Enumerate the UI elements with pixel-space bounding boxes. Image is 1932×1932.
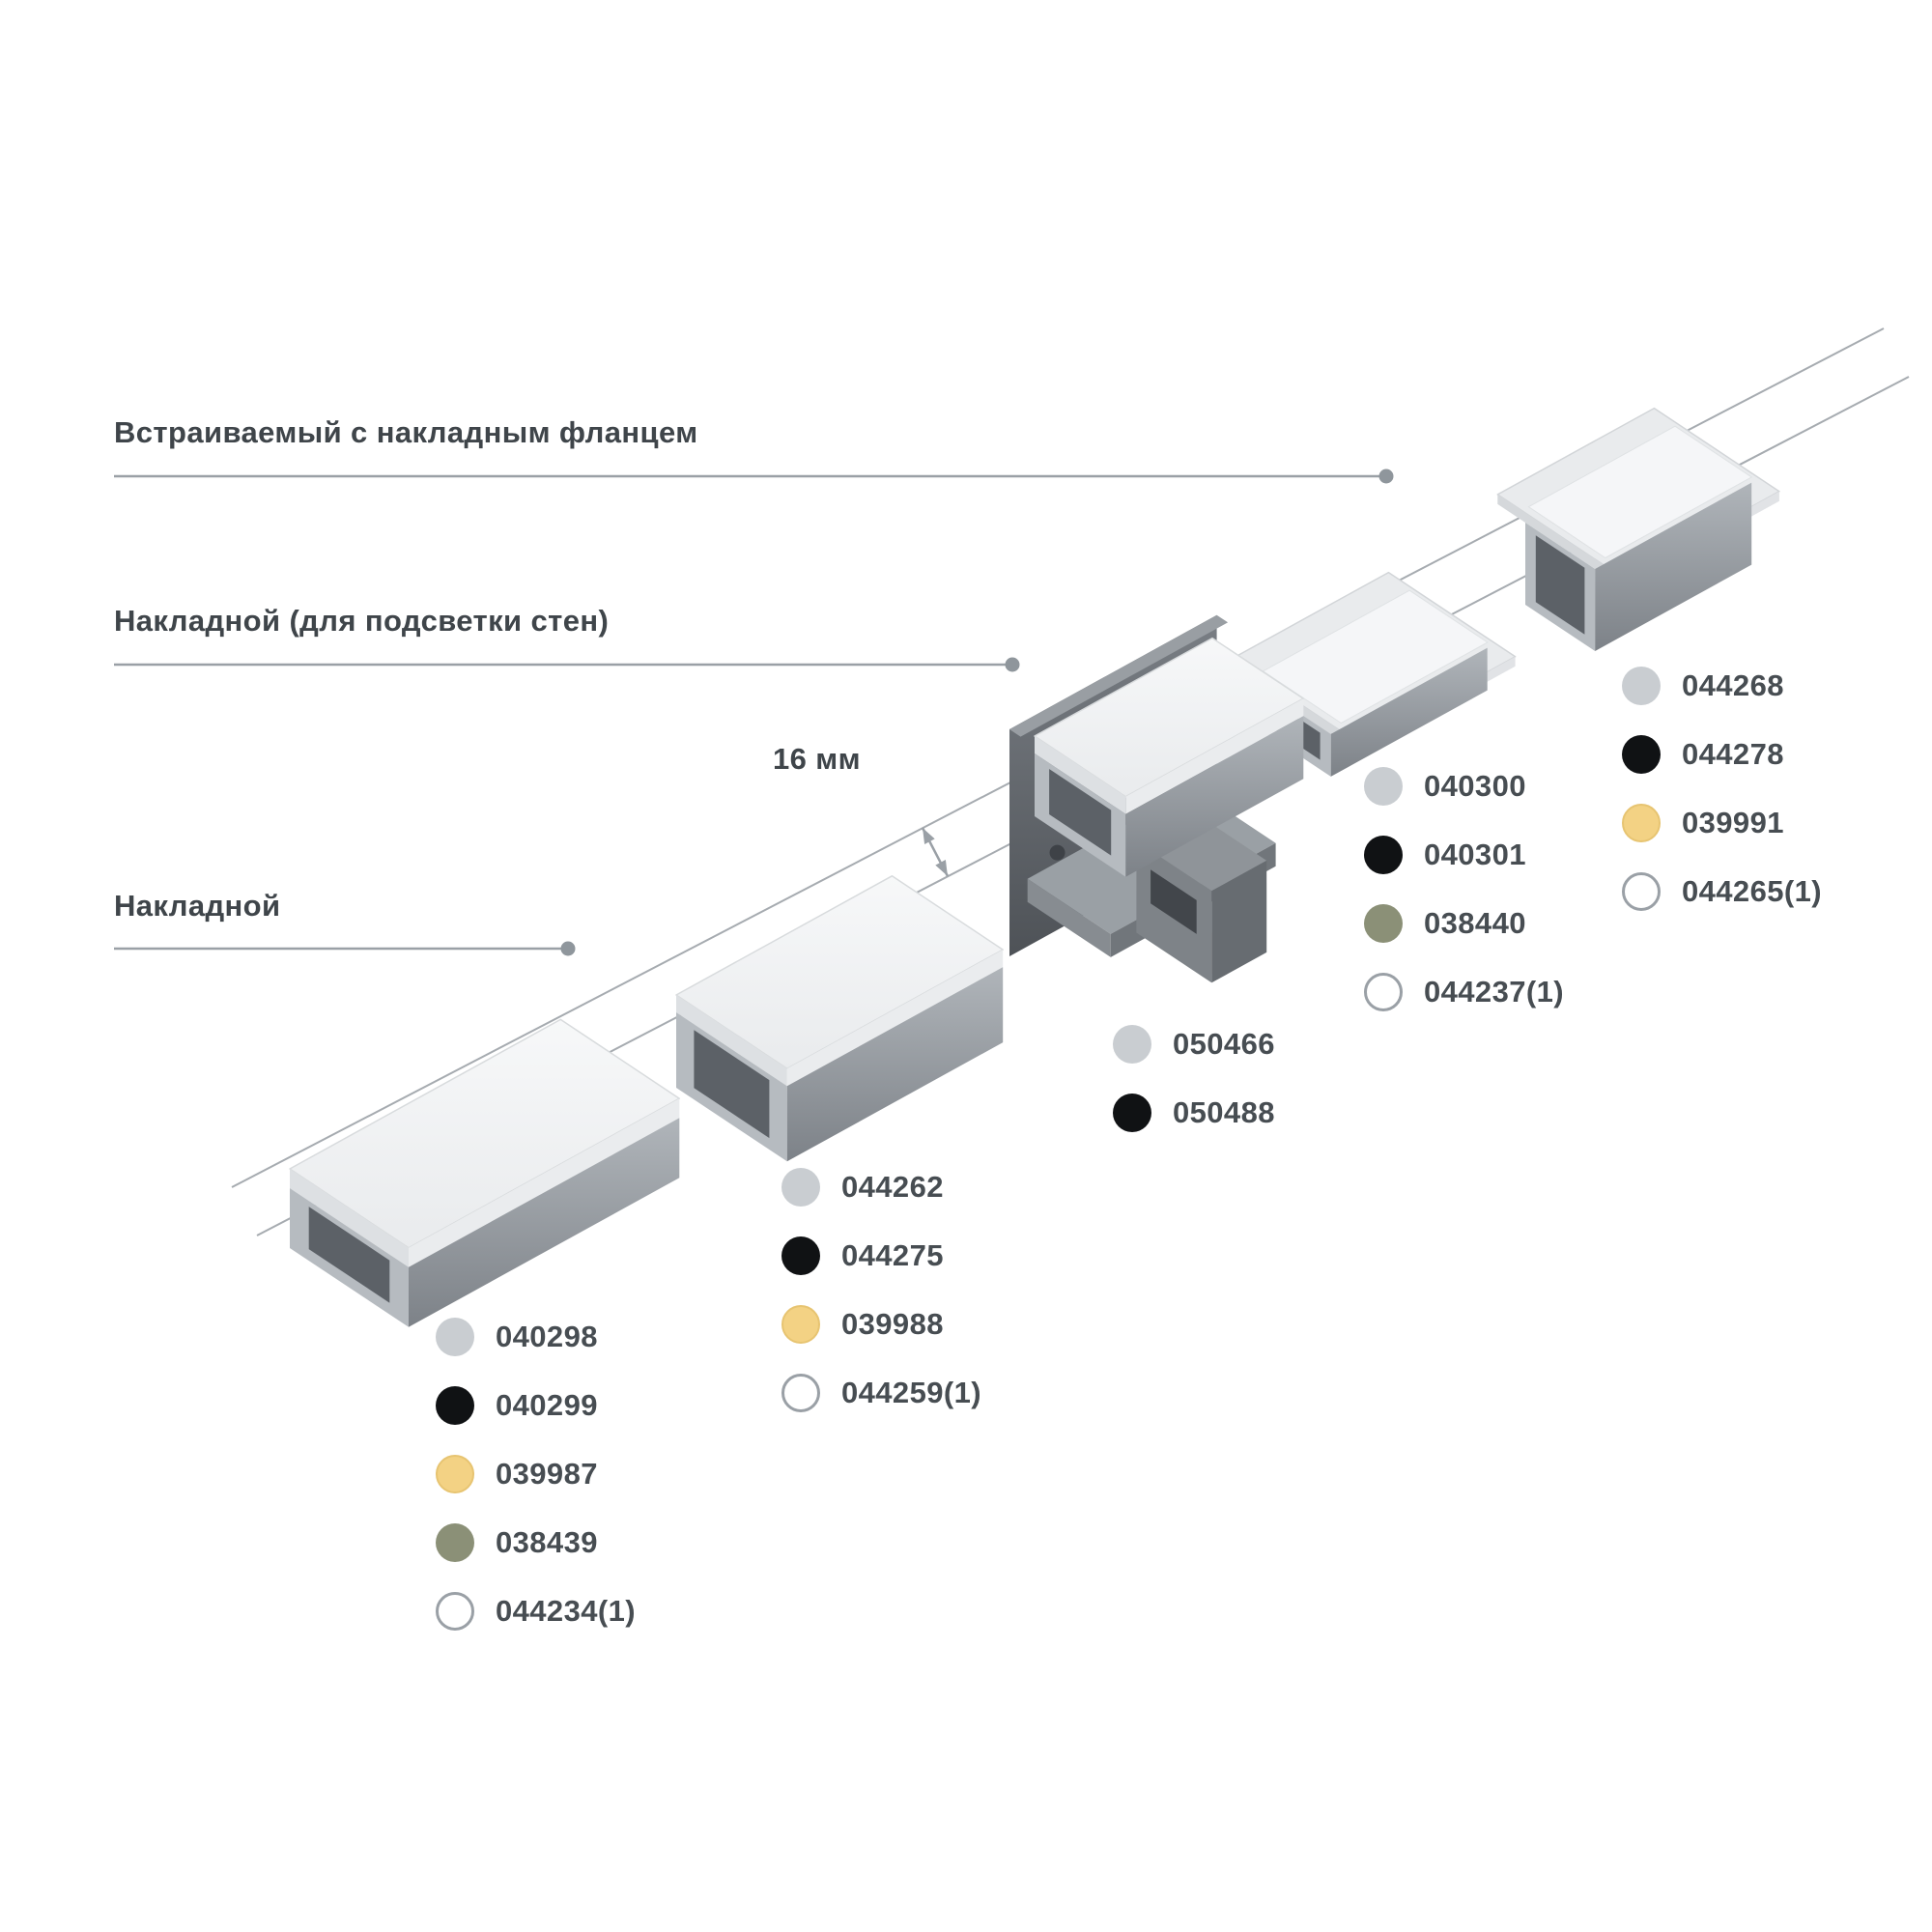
white-color-dot xyxy=(1364,973,1403,1011)
white-color-dot xyxy=(1622,872,1661,911)
white-color-dot xyxy=(436,1592,474,1631)
article-code: 039988 xyxy=(841,1307,944,1341)
article-row: 039991 xyxy=(1622,804,1822,842)
article-code: 044262 xyxy=(841,1170,944,1204)
label-surface-wall: Накладной (для подсветки стен) xyxy=(114,604,610,638)
gray-color-dot xyxy=(436,1318,474,1356)
article-code: 038439 xyxy=(496,1525,598,1559)
article-group-recessed-tall: 044268 044278 039991 044265(1) xyxy=(1622,667,1822,911)
profile-wall-washer-illustration xyxy=(1009,614,1305,983)
yellow-color-dot xyxy=(436,1455,474,1493)
article-row: 044237(1) xyxy=(1364,973,1564,1011)
article-row: 050466 xyxy=(1113,1025,1275,1064)
article-row: 040300 xyxy=(1364,767,1564,806)
article-row: 039988 xyxy=(781,1305,981,1344)
article-row: 040301 xyxy=(1364,836,1564,874)
article-row: 044234(1) xyxy=(436,1592,636,1631)
article-row: 040298 xyxy=(436,1318,636,1356)
article-row: 050488 xyxy=(1113,1094,1275,1132)
label-leader-lines xyxy=(114,469,1394,956)
black-color-dot xyxy=(436,1386,474,1425)
article-row: 044262 xyxy=(781,1168,981,1207)
article-code: 050466 xyxy=(1173,1027,1275,1061)
olive-color-dot xyxy=(436,1523,474,1562)
profile-surface-tall-illustration xyxy=(675,875,1004,1162)
article-code: 044265(1) xyxy=(1682,874,1822,908)
black-color-dot xyxy=(781,1236,820,1275)
black-color-dot xyxy=(1113,1094,1151,1132)
article-code: 040299 xyxy=(496,1388,598,1422)
article-row: 044275 xyxy=(781,1236,981,1275)
dimension-label: 16 мм xyxy=(773,742,861,776)
article-group-surface-tall: 044262 044275 039988 044259(1) xyxy=(781,1168,981,1412)
label-recessed-flange: Встраиваемый с накладным фланцем xyxy=(114,415,698,449)
article-code: 044268 xyxy=(1682,668,1784,702)
gray-color-dot xyxy=(781,1168,820,1207)
article-group-recessed-low: 040300 040301 038440 044237(1) xyxy=(1364,767,1564,1011)
article-row: 044268 xyxy=(1622,667,1822,705)
gray-color-dot xyxy=(1622,667,1661,705)
article-code: 040298 xyxy=(496,1320,598,1353)
olive-color-dot xyxy=(1364,904,1403,943)
article-code: 044259(1) xyxy=(841,1376,981,1409)
article-row: 038440 xyxy=(1364,904,1564,943)
article-row: 044265(1) xyxy=(1622,872,1822,911)
gray-color-dot xyxy=(1364,767,1403,806)
article-code: 039991 xyxy=(1682,806,1784,839)
article-code: 040300 xyxy=(1424,769,1526,803)
profile-illustrations xyxy=(289,407,1780,1327)
article-row: 044278 xyxy=(1622,735,1822,774)
article-code: 039987 xyxy=(496,1457,598,1491)
article-row: 040299 xyxy=(436,1386,636,1425)
article-row: 038439 xyxy=(436,1523,636,1562)
profile-recessed-tall-illustration xyxy=(1496,407,1780,651)
article-code: 044237(1) xyxy=(1424,975,1564,1009)
article-code: 038440 xyxy=(1424,906,1526,940)
article-group-surface-low: 040298 040299 039987 038439 044234(1) xyxy=(436,1318,636,1631)
article-row: 044259(1) xyxy=(781,1374,981,1412)
dimension-arrow xyxy=(921,827,950,877)
article-code: 044234(1) xyxy=(496,1594,636,1628)
article-code: 044275 xyxy=(841,1238,944,1272)
label-surface: Накладной xyxy=(114,889,281,923)
article-row: 039987 xyxy=(436,1455,636,1493)
article-code: 050488 xyxy=(1173,1095,1275,1129)
gray-color-dot xyxy=(1113,1025,1151,1064)
article-group-wall-washer: 050466 050488 xyxy=(1113,1025,1275,1132)
article-code: 040301 xyxy=(1424,838,1526,871)
black-color-dot xyxy=(1364,836,1403,874)
white-color-dot xyxy=(781,1374,820,1412)
profile-surface-low-illustration xyxy=(289,1018,681,1327)
yellow-color-dot xyxy=(1622,804,1661,842)
yellow-color-dot xyxy=(781,1305,820,1344)
black-color-dot xyxy=(1622,735,1661,774)
article-code: 044278 xyxy=(1682,737,1784,771)
